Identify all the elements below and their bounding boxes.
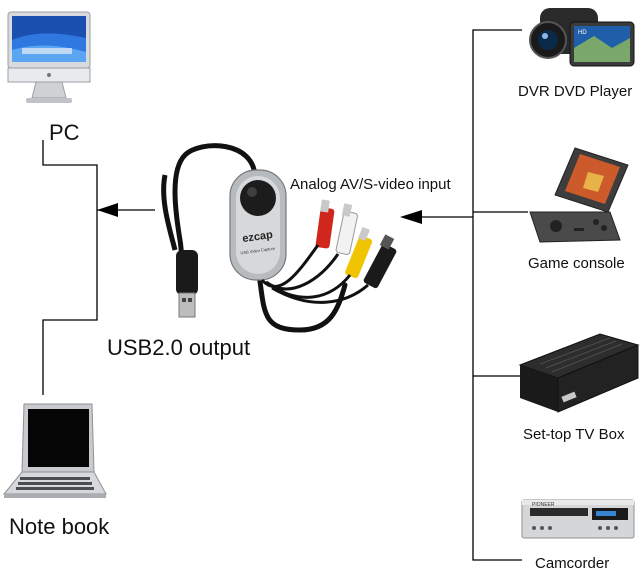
notebook-laptop-icon bbox=[2, 403, 107, 498]
device-subtext: USB Video Capture bbox=[240, 246, 276, 256]
svg-text:HD: HD bbox=[578, 30, 587, 36]
usb-capture-device: ezcap USB Video Capture bbox=[161, 143, 397, 333]
camcorder-label: Camcorder bbox=[535, 555, 610, 572]
rca-red-plug bbox=[315, 199, 335, 249]
game-console-icon bbox=[529, 147, 629, 243]
right-connector-lines bbox=[412, 29, 528, 561]
dvd-recorder-icon: PIONEER bbox=[521, 499, 635, 539]
set-top-box-icon bbox=[518, 333, 640, 413]
notebook-label: Note book bbox=[9, 514, 110, 539]
rca-white-plug bbox=[335, 203, 358, 255]
usb-plug bbox=[176, 250, 198, 318]
analog-input-label: Analog AV/S-video input bbox=[290, 176, 451, 193]
s-video-plug bbox=[363, 234, 397, 289]
game-console-label: Game console bbox=[528, 255, 625, 272]
device-brand-text: ezcap bbox=[242, 229, 274, 245]
arrow-to-capture-device bbox=[400, 210, 422, 224]
dvr-dvd-player-label: DVR DVD Player bbox=[518, 83, 633, 100]
set-top-box-label: Set-top TV Box bbox=[523, 426, 625, 443]
usb-output-label: USB2.0 output bbox=[107, 335, 251, 360]
pc-label: PC bbox=[49, 120, 80, 145]
rca-yellow-plug bbox=[345, 226, 373, 279]
arrow-to-pc bbox=[97, 203, 118, 217]
dvr-camcorder-icon: HD bbox=[529, 8, 635, 67]
pc-monitor-icon bbox=[7, 11, 91, 103]
svg-text:PIONEER: PIONEER bbox=[532, 502, 555, 508]
